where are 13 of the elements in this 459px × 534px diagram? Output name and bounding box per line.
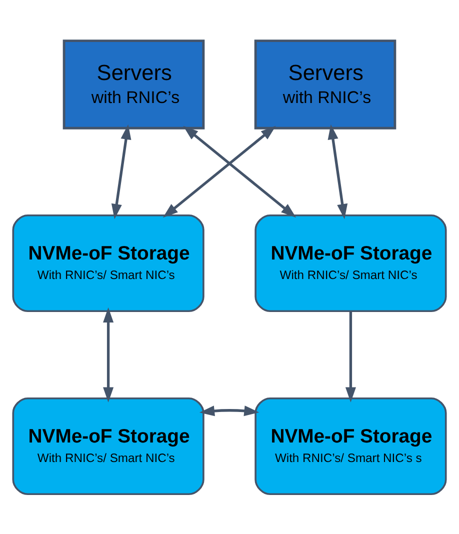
arrow <box>162 125 276 218</box>
node-box: NVMe-oF Storage With RNIC’s/ Smart NIC’s s <box>254 396 447 495</box>
node-box: Servers with RNIC’s <box>62 39 205 129</box>
node-box: NVMe-oF Storage With RNIC’s/ Smart NIC’s <box>254 214 447 312</box>
node-box: NVMe-oF Storage With RNIC’s/ Smart NIC’s <box>12 214 204 312</box>
node-box: NVMe-oF Storage With RNIC’s/ Smart NIC’s <box>12 396 204 495</box>
arrow <box>328 124 348 219</box>
arrow <box>345 310 356 402</box>
arrow <box>103 306 114 402</box>
arrow <box>111 124 132 219</box>
node-box: Servers with RNIC’s <box>254 39 396 129</box>
arrow <box>199 405 260 416</box>
arrow <box>183 125 296 218</box>
